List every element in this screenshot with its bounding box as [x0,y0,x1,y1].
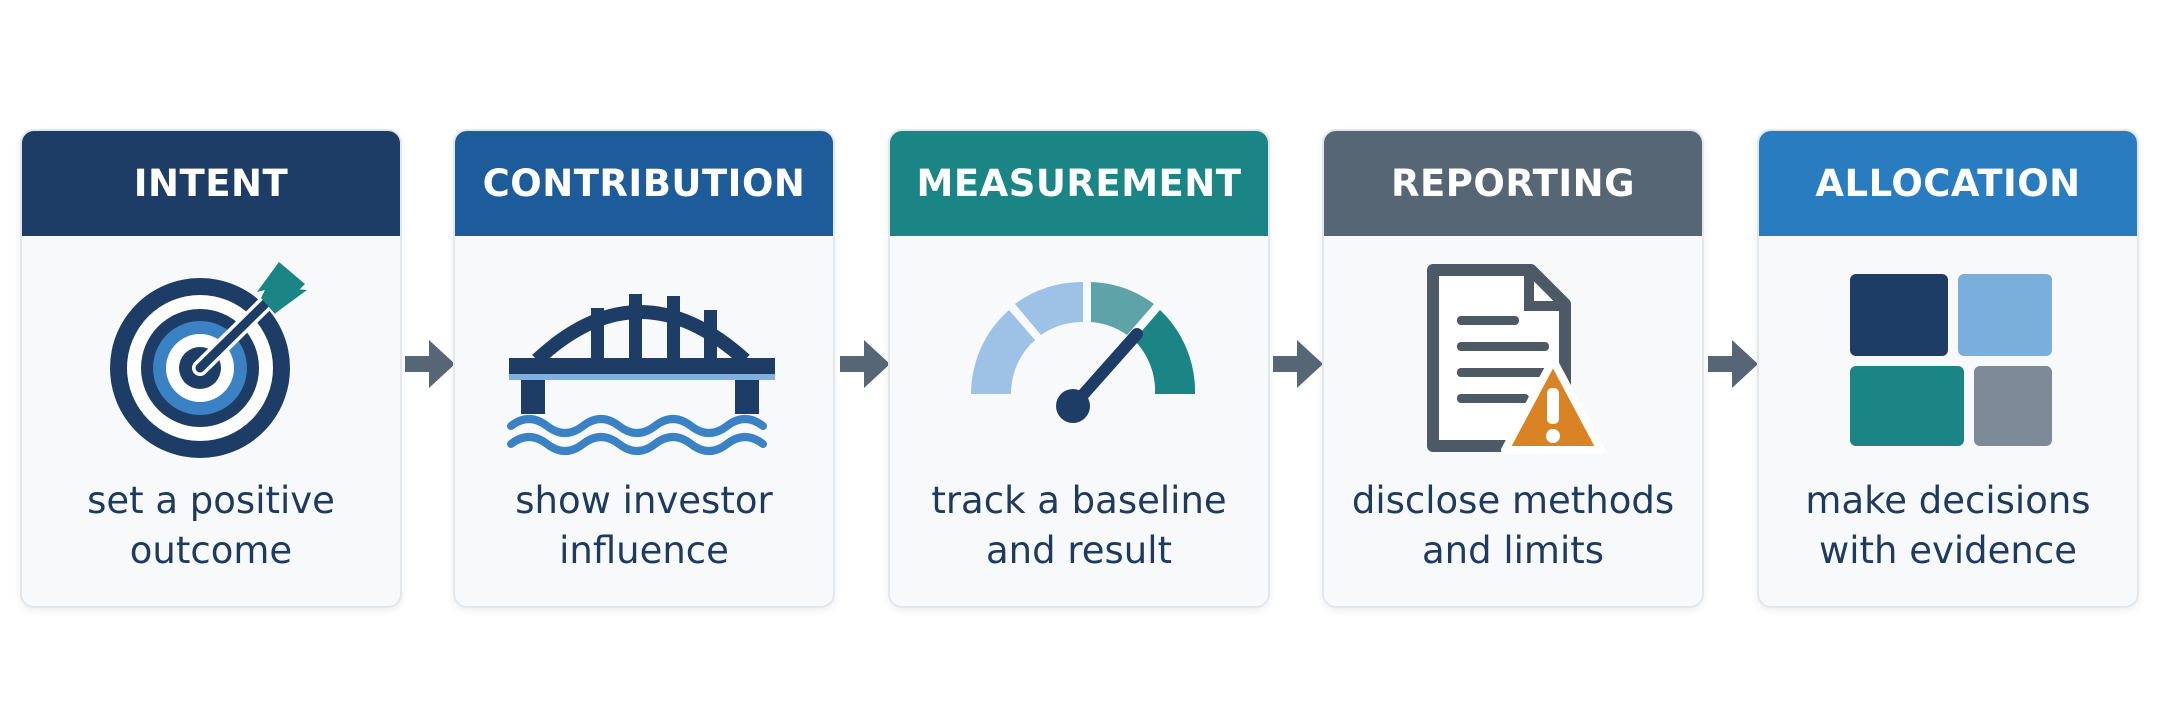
flow-arrow-icon [1708,340,1758,388]
flow-arrow-icon [405,340,455,388]
step-description-line1: track a baseline [931,479,1227,522]
step-description-line2: and result [985,529,1173,572]
step-card-measurement: MEASUREMENT track a baseline and result [888,129,1270,608]
step-header: MEASUREMENT [890,131,1268,236]
step-description-line1: disclose methods [1351,479,1675,522]
step-description-line2: outcome [129,529,293,572]
document-warning-icon [1427,264,1605,454]
target-icon [110,262,307,458]
step-header: ALLOCATION [1759,131,2137,236]
step-header: INTENT [22,131,400,236]
step-title: ALLOCATION [1815,162,2081,205]
step-description-line2: and limits [1421,529,1605,572]
step-description-line1: make decisions [1805,479,2091,522]
step-card-contribution: CONTRIBUTION show investor influence [453,129,835,608]
step-description-line2: influence [559,529,729,572]
gauge-icon [971,281,1196,423]
step-title: REPORTING [1390,162,1635,205]
grid-blocks-icon [1850,274,2052,446]
flow-arrow-icon [1273,340,1323,388]
bridge-icon [507,294,775,455]
step-header: REPORTING [1324,131,1702,236]
step-card-intent: INTENT set a positive outcome [20,129,402,608]
step-description-line1: set a positive [87,479,335,522]
step-description-line2: with evidence [1818,529,2077,572]
step-title: CONTRIBUTION [482,162,806,205]
flow-arrow-icon [840,340,890,388]
step-card-reporting: REPORTING disclose methods and limits [1322,129,1704,608]
step-header: CONTRIBUTION [455,131,833,236]
step-card-allocation: ALLOCATION make decisions with evidence [1757,129,2139,608]
step-description-line1: show investor [515,479,773,522]
step-title: INTENT [133,162,289,205]
step-title: MEASUREMENT [916,162,1242,205]
